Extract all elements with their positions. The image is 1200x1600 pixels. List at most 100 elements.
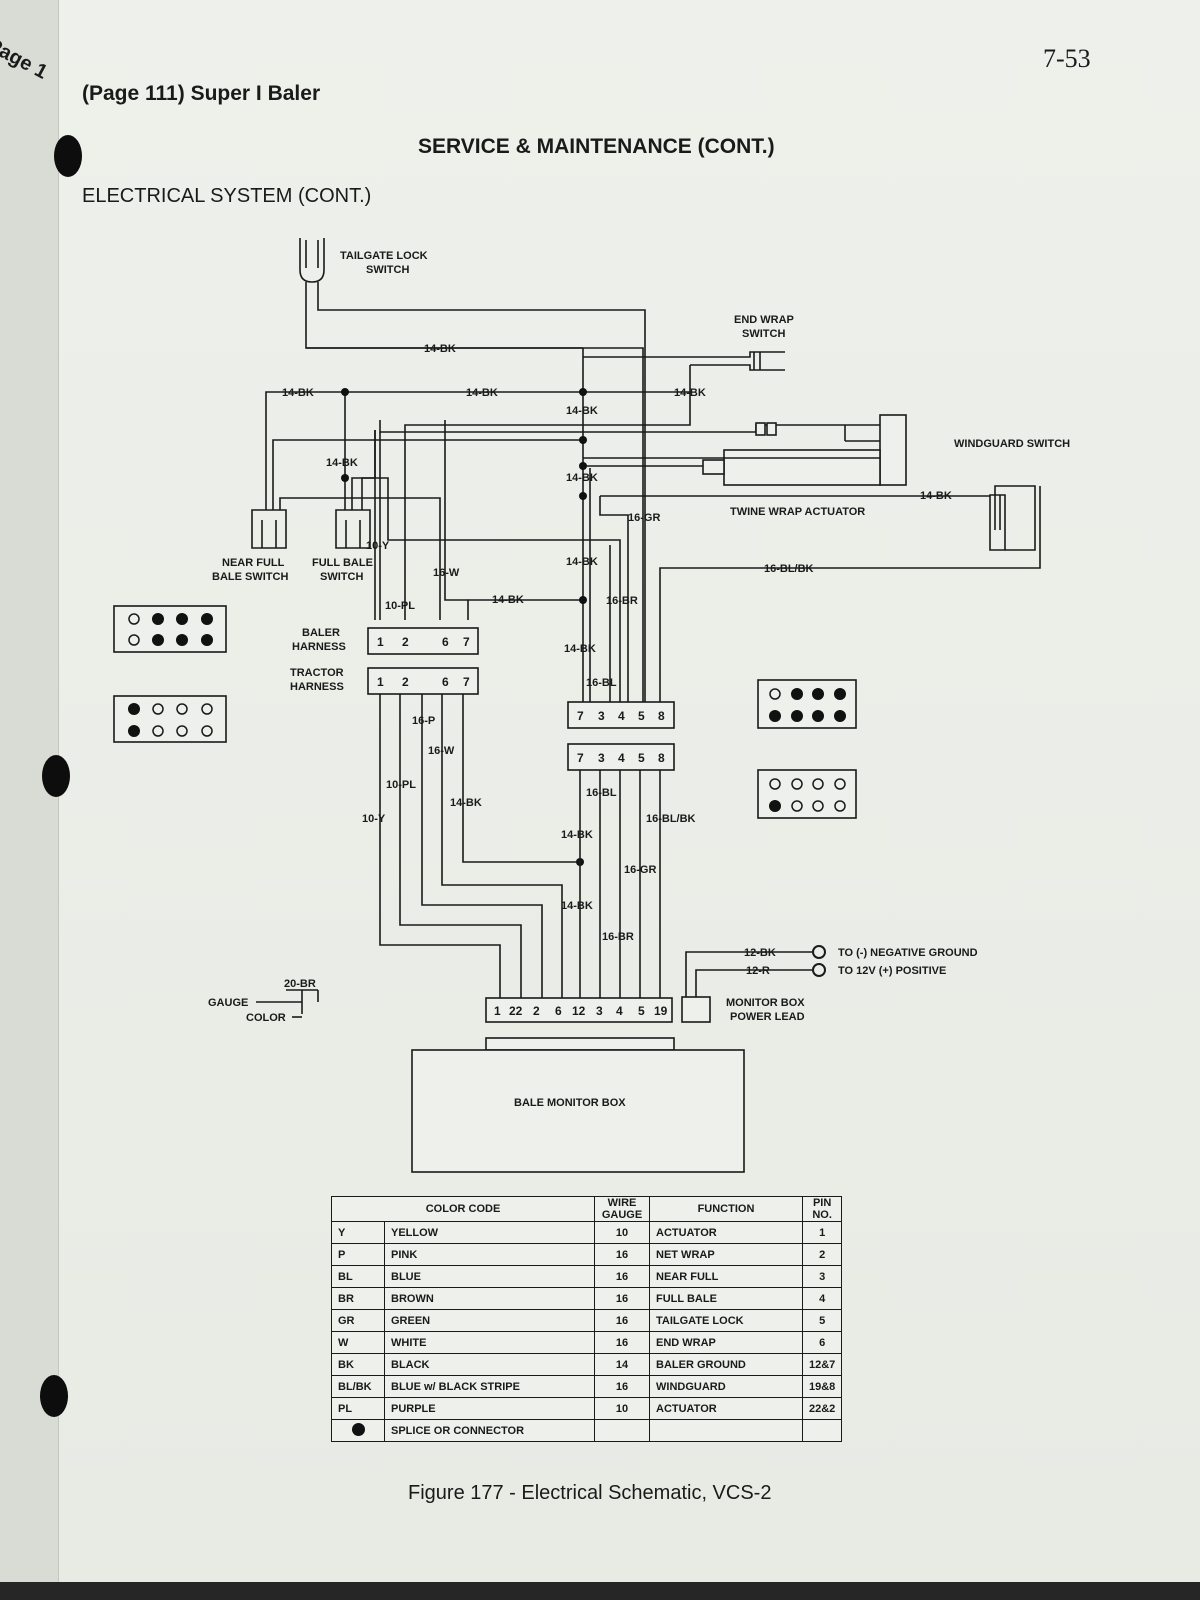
wire-label: 14-BK: [282, 387, 314, 399]
wire-label: 10-PL: [385, 600, 415, 612]
pin-label: 3: [598, 709, 605, 723]
wire-label: 14-BK: [566, 472, 598, 484]
table-header: COLOR CODE: [331, 1196, 595, 1222]
monitor-power-label-2: POWER LEAD: [730, 1011, 805, 1023]
power-lead: 12-BK 12-R TO (-) NEGATIVE GROUND TO 12V…: [681, 945, 978, 1023]
pin-label: 7: [463, 675, 470, 689]
wire-label: 14-BK: [492, 594, 524, 606]
pin-label: 7: [463, 635, 470, 649]
binder-hole: [40, 1375, 68, 1417]
monitor-box-label: BALE MONITOR BOX: [514, 1097, 626, 1109]
page-number: 7-53: [1043, 44, 1091, 73]
wire-label: 14-BK: [466, 387, 498, 399]
subsection-title: ELECTRICAL SYSTEM (CONT.): [82, 185, 372, 207]
pin-label: 2: [533, 1004, 540, 1018]
wire-label: 14-BK: [566, 556, 598, 568]
wire-label: 10-Y: [362, 813, 386, 825]
pin-label: 2: [402, 635, 409, 649]
baler-harness-connector: BALER HARNESS 1 2 6 7: [292, 627, 479, 655]
pin-label: 8: [658, 751, 665, 765]
color-code-table: COLOR CODE WIRE GAUGE FUNCTION PIN NO. Y…: [331, 1196, 843, 1442]
wire-label: 10-PL: [386, 779, 416, 791]
wire-label: 16-BR: [602, 931, 634, 943]
pin-label: 5: [638, 1004, 645, 1018]
tailgate-lock-label-1: TAILGATE LOCK: [340, 250, 428, 262]
table-header: FUNCTION: [649, 1196, 803, 1222]
wire-label: 16-BL/BK: [646, 813, 696, 825]
wire-label: 14-BK: [920, 490, 952, 502]
pin-label: 6: [442, 635, 449, 649]
table-header: WIRE GAUGE: [594, 1196, 650, 1222]
pin-label: 7: [577, 709, 584, 723]
binder-hole: [54, 135, 82, 177]
near-full-label-2: BALE SWITCH: [212, 571, 288, 583]
bale-monitor-box: BALE MONITOR BOX: [411, 1037, 745, 1173]
pin-label: 2: [402, 675, 409, 689]
pin-label: 6: [442, 675, 449, 689]
end-wrap-label-2: SWITCH: [742, 328, 785, 340]
wire-label: 14-BK: [424, 343, 456, 355]
pin-layout-icon: [113, 695, 227, 743]
windguard-label: WINDGUARD SWITCH: [954, 438, 1070, 450]
pin-layout-icon: [757, 769, 857, 819]
pin-label: 1: [377, 675, 384, 689]
wire-label: 16-BL/BK: [764, 563, 814, 575]
wire-label: 14-BK: [674, 387, 706, 399]
full-bale-switch: FULL BALE SWITCH: [312, 509, 373, 583]
wire-label: 16-W: [428, 745, 455, 757]
right-upper-connector: 7 3 4 5 8: [567, 701, 675, 729]
baler-harness-label-1: BALER: [302, 627, 340, 639]
wire-label: 14-BK: [326, 457, 358, 469]
tractor-harness-label-2: HARNESS: [290, 681, 344, 693]
windguard-connector: [989, 485, 1036, 551]
wire-label: 14-BK: [450, 797, 482, 809]
underlying-page-edge: [0, 0, 59, 1600]
pin-label: 22: [509, 1004, 523, 1018]
tailgate-lock-label-2: SWITCH: [366, 264, 409, 276]
pin-label: 1: [494, 1004, 501, 1018]
wire-label: 16-BL: [586, 787, 617, 799]
wire-label: 12-R: [746, 965, 770, 977]
binder-hole: [42, 755, 70, 797]
baler-harness-label-2: HARNESS: [292, 641, 346, 653]
page-header: (Page 111) Super I Baler: [82, 82, 321, 105]
wire-label: 14-BK: [561, 829, 593, 841]
twine-wrap-label: TWINE WRAP ACTUATOR: [730, 506, 865, 518]
wire-label: 14-BK: [561, 900, 593, 912]
right-lower-connector: 7 3 4 5 8: [567, 743, 675, 771]
wire-label: 14-BK: [566, 405, 598, 417]
pin-label: 5: [638, 709, 645, 723]
pin-label: 4: [618, 709, 625, 723]
pin-label: 8: [658, 709, 665, 723]
wire-label: 20-BR: [284, 978, 316, 990]
wire-label: 12-BK: [744, 947, 776, 959]
wire-label: 16-P: [412, 715, 435, 727]
pin-label: 6: [555, 1004, 562, 1018]
pos-12v-label: TO 12V (+) POSITIVE: [838, 965, 946, 977]
pin-label: 4: [618, 751, 625, 765]
near-full-bale-switch: NEAR FULL BALE SWITCH: [212, 509, 288, 583]
pin-label: 12: [572, 1004, 586, 1018]
pin-layout-icon: [113, 605, 227, 653]
tailgate-lock-switch: TAILGATE LOCK SWITCH: [299, 238, 428, 298]
pin-label: 19: [654, 1004, 668, 1018]
pin-label: 1: [377, 635, 384, 649]
gauge-color-legend: 20-BR GAUGE COLOR: [208, 978, 319, 1024]
tractor-harness-label-1: TRACTOR: [290, 667, 344, 679]
splice-dots: [341, 388, 587, 866]
wire-label: 16-GR: [624, 864, 656, 876]
monitor-connector: 1 22 2 6 12 3 4 5 19: [485, 997, 673, 1023]
tractor-harness-connector: TRACTOR HARNESS 1 2 6 7: [290, 667, 479, 695]
wire-label: 10-Y: [366, 540, 390, 552]
wire-label: 14-BK: [564, 643, 596, 655]
bottom-shadow-band: [0, 1582, 1200, 1600]
pin-layout-icon: [757, 679, 857, 729]
twine-wrap-actuator: TWINE WRAP ACTUATOR: [702, 449, 881, 518]
end-wrap-label-1: END WRAP: [734, 314, 794, 326]
